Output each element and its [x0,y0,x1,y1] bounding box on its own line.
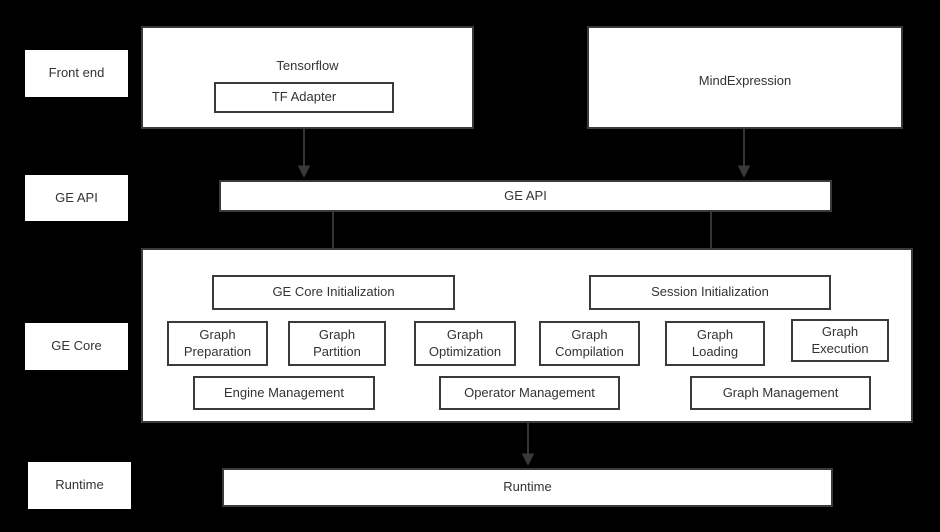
module-graph-optimization-label: Graph Optimization [428,327,502,359]
module-graph-execution-label: Graph Execution [811,324,869,356]
manager-engine-management[interactable]: Engine Management [193,376,375,410]
manager-graph-management[interactable]: Graph Management [690,376,871,410]
manager-graph-management-label: Graph Management [722,384,839,400]
layer-label-front-end: Front end [25,50,128,97]
manager-operator-management-label: Operator Management [464,384,595,400]
layer-label-runtime: Runtime [28,462,131,509]
ge-api-label: GE API [504,187,547,203]
layer-label-ge-core: GE Core [25,323,128,370]
ge-core-initialization-label: GE Core Initialization [272,284,395,300]
layer-label-ge-api: GE API [25,175,128,221]
module-graph-partition[interactable]: Graph Partition [288,321,386,366]
module-graph-partition-label: Graph Partition [313,327,361,359]
session-initialization-box[interactable]: Session Initialization [589,275,831,310]
module-graph-loading-label: Graph Loading [691,327,739,359]
module-graph-compilation-label: Graph Compilation [555,327,624,359]
tf-adapter-label: TF Adapter [271,89,337,105]
layer-label-runtime-text: Runtime [55,477,104,493]
session-initialization-label: Session Initialization [651,284,769,300]
module-graph-preparation[interactable]: Graph Preparation [167,321,268,366]
mindexpression-title: MindExpression [698,73,792,88]
runtime-box[interactable]: Runtime [222,468,833,507]
tf-adapter-box[interactable]: TF Adapter [214,82,394,113]
module-graph-compilation[interactable]: Graph Compilation [539,321,640,366]
manager-operator-management[interactable]: Operator Management [439,376,620,410]
manager-engine-management-label: Engine Management [224,384,344,400]
layer-label-ge-core-text: GE Core [51,338,102,354]
layer-label-front-end-text: Front end [48,65,105,81]
runtime-label: Runtime [503,479,552,495]
mindexpression-container[interactable]: MindExpression [587,26,903,129]
tensorflow-title: Tensorflow [276,58,339,73]
ge-api-box[interactable]: GE API [219,180,832,212]
module-graph-preparation-label: Graph Preparation [183,327,252,359]
layer-label-ge-api-text: GE API [55,189,98,205]
module-graph-optimization[interactable]: Graph Optimization [414,321,516,366]
module-graph-loading[interactable]: Graph Loading [665,321,765,366]
ge-core-initialization-box[interactable]: GE Core Initialization [212,275,455,310]
tensorflow-container[interactable]: Tensorflow [141,26,474,129]
module-graph-execution[interactable]: Graph Execution [791,319,889,362]
